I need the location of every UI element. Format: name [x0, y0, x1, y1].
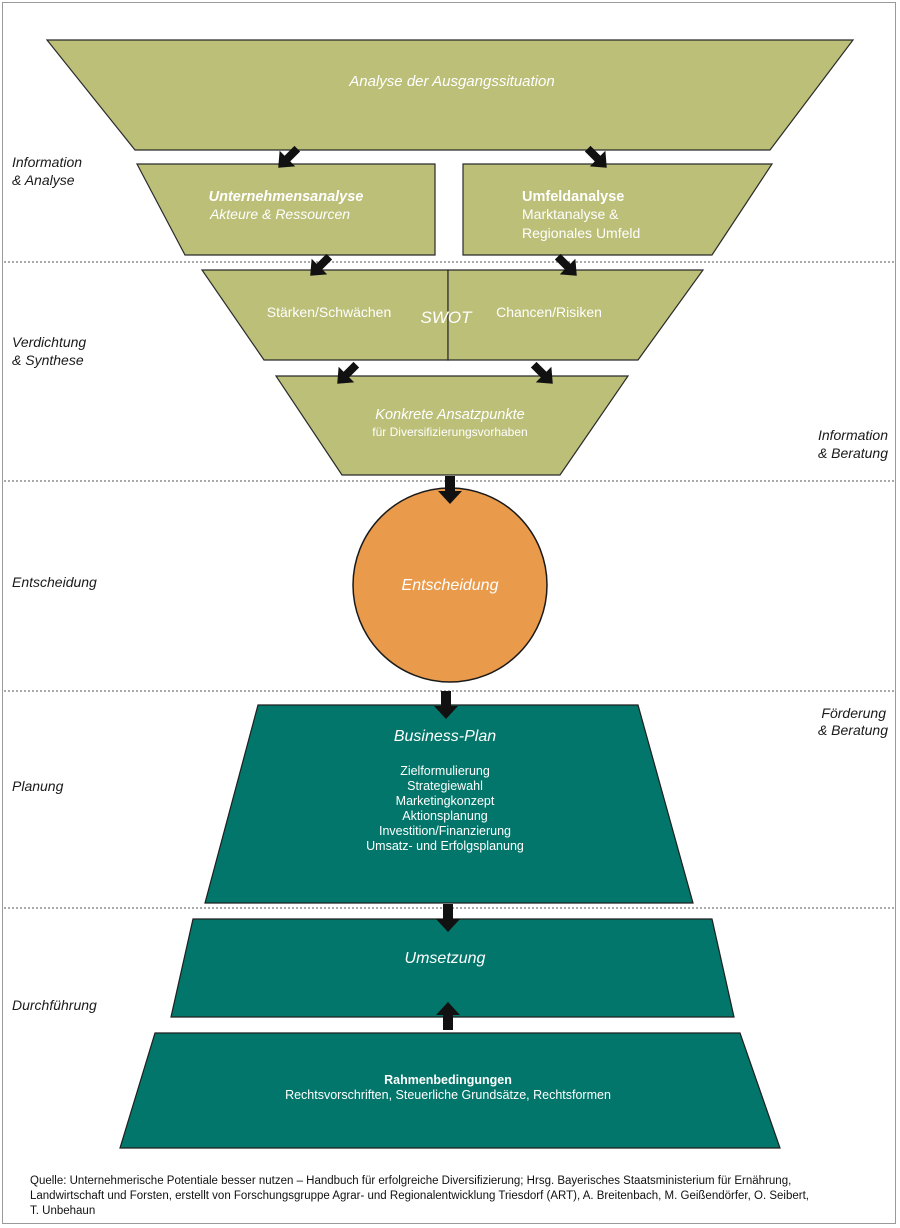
phase-information-1: Information	[12, 154, 82, 170]
analyse-shape	[45, 39, 855, 151]
umsetzung-shape	[170, 918, 735, 1018]
umsetzung-label: Umsetzung	[405, 950, 486, 967]
arrow-9	[436, 904, 460, 932]
phase-information-2: & Analyse	[12, 172, 75, 188]
rahmen-sub: Rechtsvorschriften, Steuerliche Grundsät…	[285, 1088, 611, 1102]
arrow-3	[310, 253, 333, 276]
phase-right-foerderung-1: Förderung	[821, 705, 886, 721]
arrow-6	[530, 361, 553, 384]
rahmen-title: Rahmenbedingungen	[384, 1073, 512, 1087]
business-plan-shape	[204, 704, 694, 904]
phase-right-foerderung-2: & Beratung	[818, 722, 888, 738]
chancen-label: Chancen/Risiken	[496, 304, 602, 320]
source-line-1: Quelle: Unternehmerische Potentiale bess…	[30, 1175, 792, 1187]
phase-right-information-2: & Beratung	[818, 445, 888, 461]
phase-durchfuehrung: Durchführung	[12, 997, 97, 1013]
ansatz-shape	[274, 375, 630, 476]
arrow-8	[434, 691, 458, 719]
arrows	[278, 145, 607, 1030]
ansatz-title: Konkrete Ansatzpunkte	[375, 407, 524, 423]
staerken-label: Stärken/Schwächen	[267, 304, 392, 320]
source-line-3: T. Unbehaun	[30, 1205, 96, 1217]
phase-verdichtung-2: & Synthese	[12, 352, 84, 368]
umfeldanalyse-title: Umfeldanalyse	[522, 189, 624, 205]
source-note: Quelle: Unternehmerische Potentiale bess…	[30, 1174, 870, 1219]
business-plan-title: Business-Plan	[394, 728, 496, 745]
umfeldanalyse-shape	[462, 163, 774, 256]
arrow-10	[436, 1002, 460, 1030]
swot-label: SWOT	[421, 308, 474, 327]
phase-planung: Planung	[12, 778, 64, 794]
unternehmensanalyse-shape	[136, 163, 436, 256]
arrow-1	[278, 145, 301, 168]
business-item: Marketingkonzept	[396, 794, 495, 808]
source-line-2: Landwirtschaft und Forsten, erstellt von…	[30, 1190, 809, 1202]
unternehmensanalyse-title: Unternehmensanalyse	[209, 189, 364, 205]
phase-right-information-1: Information	[818, 427, 888, 443]
chancen-shape	[447, 269, 705, 361]
arrow-2	[584, 145, 607, 168]
business-item: Umsatz- und Erfolgsplanung	[366, 839, 524, 853]
business-item: Zielformulierung	[400, 764, 490, 778]
ansatz-sub: für Diversifizierungsvorhaben	[372, 425, 527, 439]
business-item: Strategiewahl	[407, 779, 483, 793]
arrow-7	[438, 476, 462, 504]
umfeldanalyse-sub2: Regionales Umfeld	[522, 225, 640, 241]
arrow-4	[554, 253, 577, 276]
phase-entscheidung: Entscheidung	[12, 574, 97, 590]
rahmen-shape	[119, 1032, 781, 1149]
phase-verdichtung-1: Verdichtung	[12, 334, 86, 350]
business-item: Investition/Finanzierung	[379, 824, 511, 838]
unternehmensanalyse-sub: Akteure & Ressourcen	[209, 206, 350, 222]
entscheidung-label: Entscheidung	[402, 577, 499, 594]
business-item: Aktionsplanung	[402, 809, 488, 823]
arrow-5	[337, 361, 360, 384]
analyse-label: Analyse der Ausgangssituation	[348, 73, 554, 90]
umfeldanalyse-sub1: Marktanalyse &	[522, 206, 619, 222]
